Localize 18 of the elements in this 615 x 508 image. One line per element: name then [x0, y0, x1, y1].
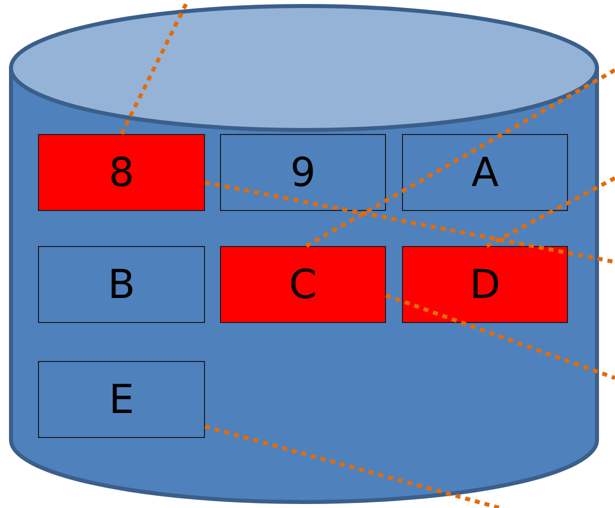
block-label: A [471, 152, 499, 192]
block-label: C [289, 264, 317, 304]
storage-block [402, 246, 568, 323]
storage-block [38, 246, 205, 323]
dotted-line [486, 176, 615, 248]
dotted-line [305, 68, 615, 248]
dotted-line [204, 424, 501, 508]
block-label: 8 [108, 152, 134, 192]
storage-block [38, 134, 205, 211]
block-label: 9 [290, 152, 316, 192]
storage-block [220, 246, 386, 323]
block-label: B [108, 264, 136, 304]
storage-block [38, 361, 205, 438]
dotted-line [204, 180, 615, 264]
storage-block [402, 134, 568, 211]
storage-block [220, 134, 386, 211]
block-label: E [108, 380, 134, 420]
block-label: D [470, 264, 500, 304]
